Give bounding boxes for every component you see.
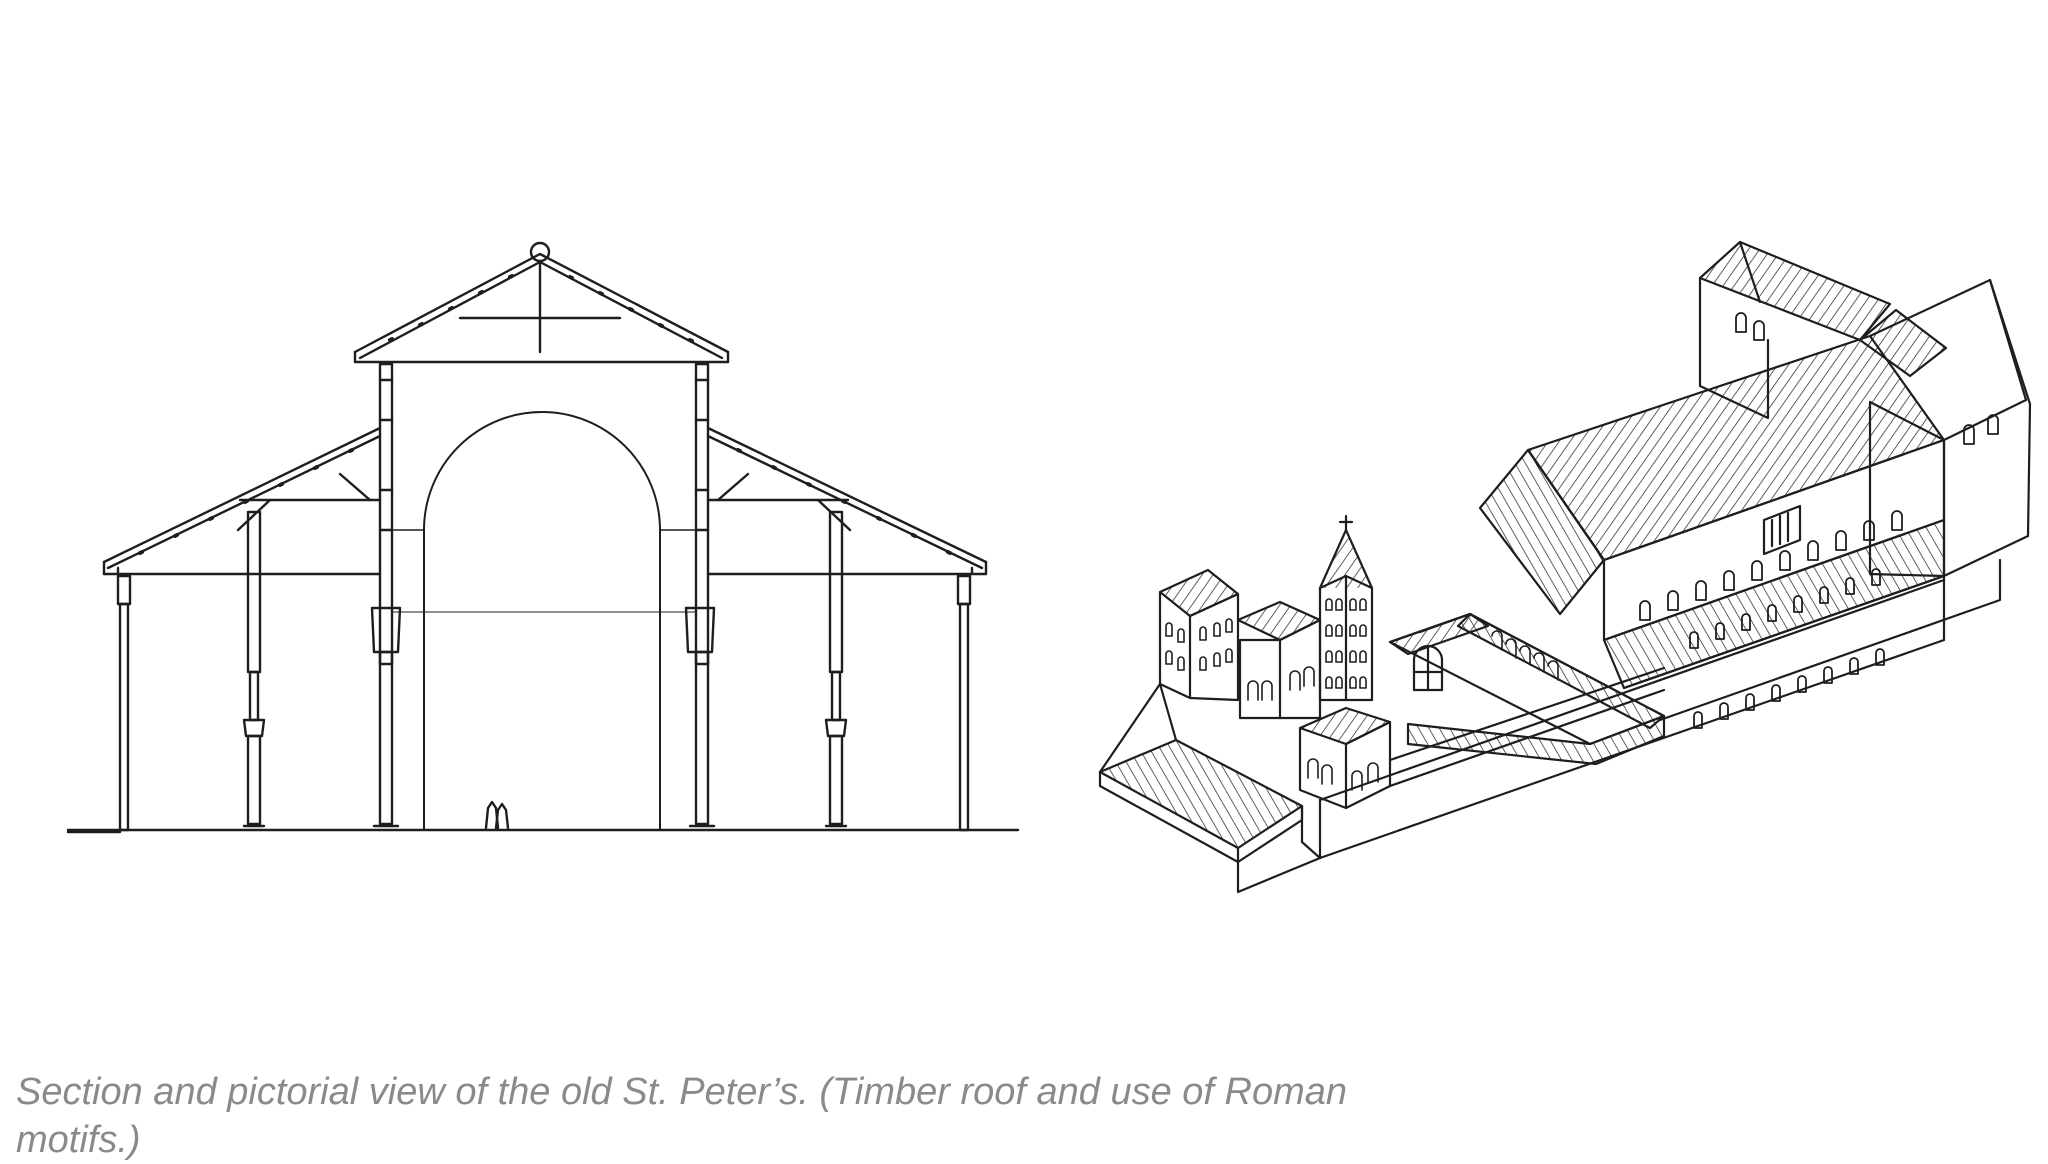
figure-caption: Section and pictorial view of the old St… [16, 1071, 1348, 1161]
